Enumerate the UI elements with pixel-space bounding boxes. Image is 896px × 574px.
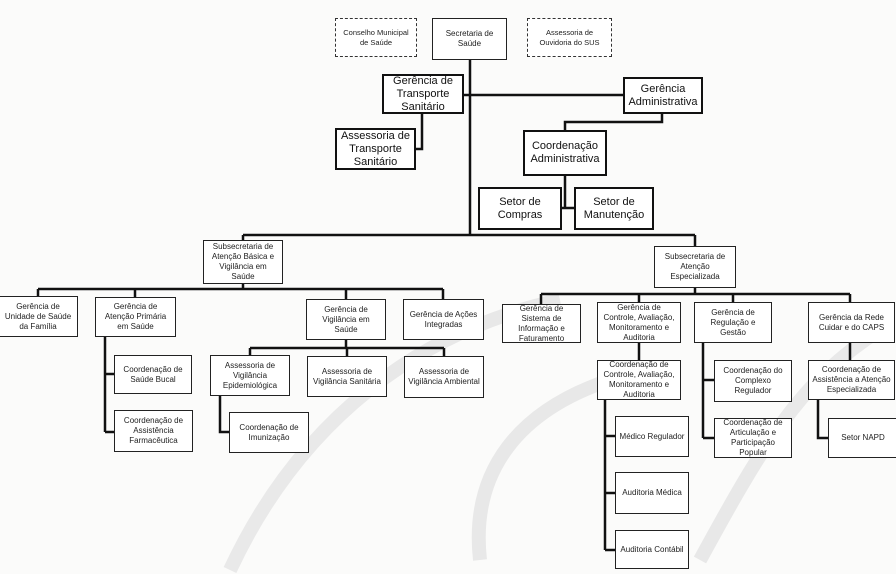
- node-auditoria-contabil: Auditoria Contábil: [615, 530, 689, 569]
- node-setor-napd: Setor NAPD: [828, 418, 896, 458]
- node-subsec-especializada: Subsecretaria de Atenção Especializada: [654, 246, 736, 288]
- node-medico-regulador: Médico Regulador: [615, 416, 689, 457]
- node-coord-complexo: Coordenação do Complexo Regulador: [714, 360, 792, 402]
- node-secretaria: Secretaria de Saúde: [432, 18, 507, 60]
- node-coord-farmaceutica: Coordenação de Assistência Farmacêutica: [114, 410, 193, 452]
- node-ger-transporte: Gerência de Transporte Sanitário: [382, 74, 464, 114]
- node-conselho: Conselho Municipal de Saúde: [335, 18, 417, 57]
- node-ass-epidemiologica: Assessoria de Vigilância Epidemiológica: [210, 355, 290, 396]
- node-coord-imunizacao: Coordenação de Imunização: [229, 412, 309, 453]
- node-ger-regulacao: Gerência de Regulação e Gestão: [694, 302, 772, 343]
- node-ass-sanitaria: Assessoria de Vigilância Sanitária: [307, 356, 387, 397]
- node-ger-admin: Gerência Administrativa: [623, 77, 703, 114]
- node-coord-assist-esp: Coordenação de Assistência a Atenção Esp…: [808, 360, 895, 400]
- node-ass-ambiental: Assessoria de Vigilância Ambiental: [404, 356, 484, 398]
- node-ger-rede: Gerência da Rede Cuidar e do CAPS: [808, 302, 895, 343]
- node-coord-bucal: Coordenação de Saúde Bucal: [114, 355, 192, 394]
- node-ger-acoes: Gerência de Ações Integradas: [403, 299, 484, 340]
- node-ouvidoria: Assessoria de Ouvidoria do SUS: [527, 18, 612, 57]
- node-ger-controle: Gerência de Controle, Avaliação, Monitor…: [597, 302, 681, 343]
- node-ger-vigilancia: Gerência de Vigilância em Saúde: [306, 299, 386, 340]
- node-setor-manutencao: Setor de Manutenção: [574, 187, 654, 230]
- node-ger-aps: Gerência de Atenção Primária em Saúde: [95, 297, 176, 337]
- node-ger-sistema: Gerência de Sistema de Informação e Fatu…: [502, 304, 581, 343]
- node-setor-compras: Setor de Compras: [478, 187, 562, 230]
- node-coord-articulacao: Coordenação de Articulação e Participaçã…: [714, 418, 792, 458]
- node-auditoria-medica: Auditoria Médica: [615, 472, 689, 514]
- node-coord-controle: Coordenação de Controle, Avaliação, Moni…: [597, 360, 681, 400]
- node-ass-transporte: Assessoria de Transporte Sanitário: [335, 128, 416, 170]
- node-coord-admin: Coordenação Administrativa: [523, 130, 607, 176]
- node-subsec-basica: Subsecretaria de Atenção Básica e Vigilâ…: [203, 240, 283, 284]
- node-ger-usf: Gerência de Unidade de Saúde da Família: [0, 296, 78, 337]
